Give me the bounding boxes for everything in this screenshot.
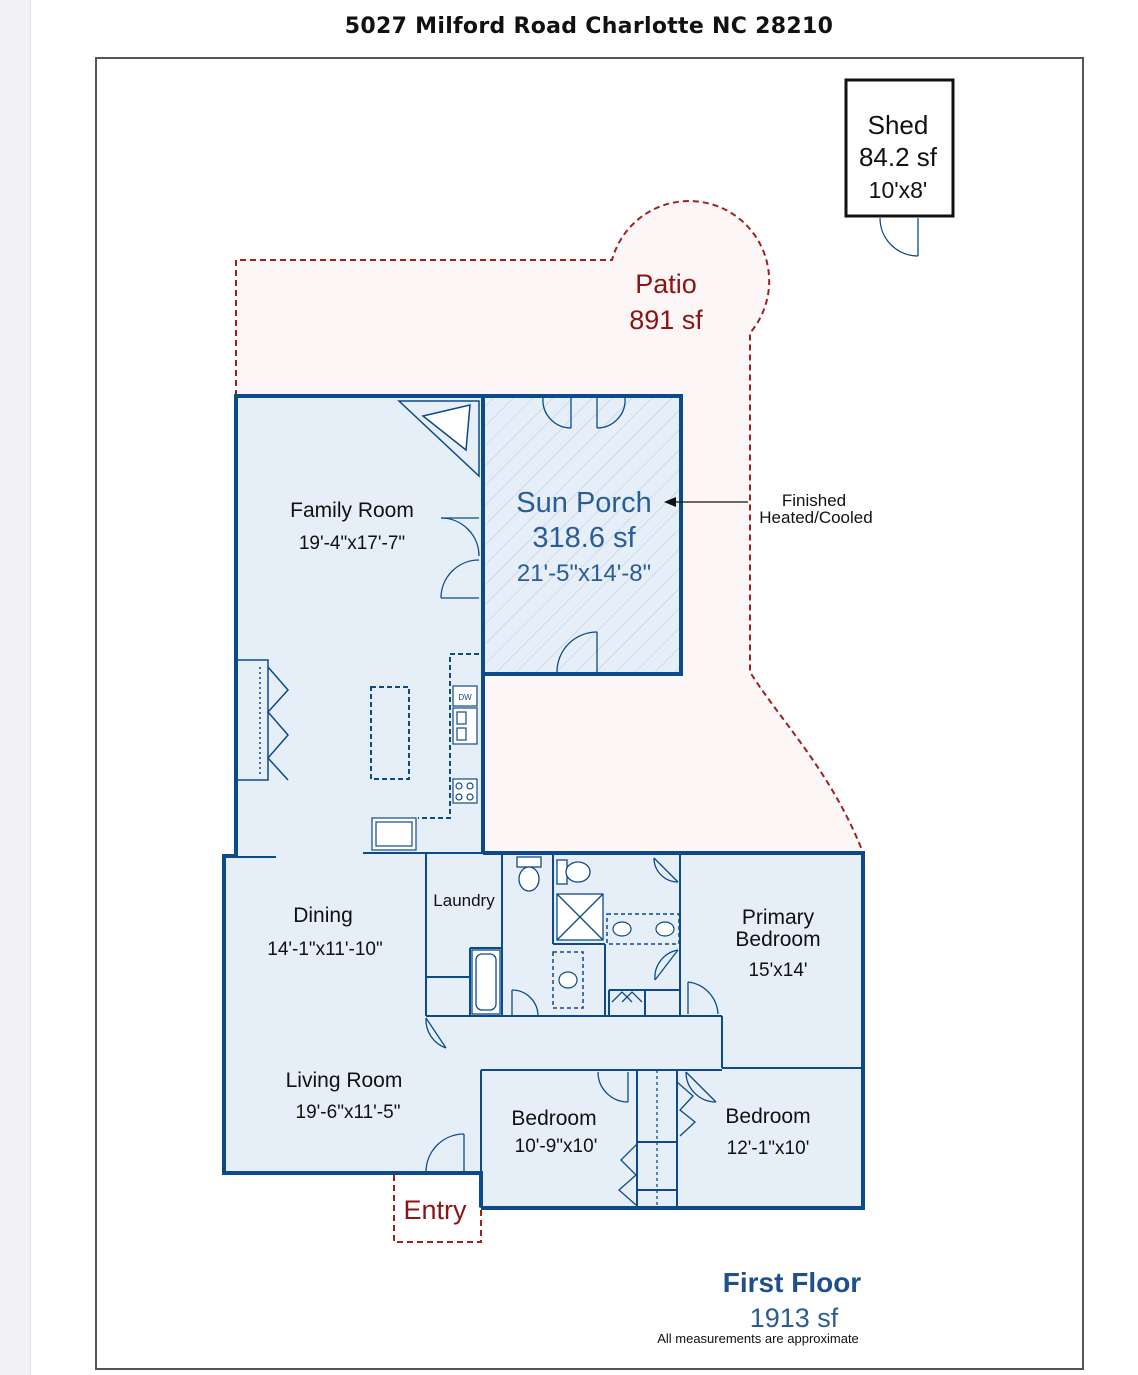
sun-porch-area: 318.6 sf: [532, 522, 636, 554]
dishwasher-label: DW: [458, 693, 472, 702]
doors: [425, 217, 919, 1208]
shed-dims: 10'x8': [869, 177, 928, 203]
vanities: [552, 913, 680, 1009]
shed-name: Shed: [868, 110, 929, 140]
exterior-walls: [222, 394, 865, 1210]
bedroom-right-name: Bedroom: [725, 1105, 810, 1128]
entry-outline: [393, 1175, 482, 1243]
callout-line2: Heated/Cooled: [759, 508, 872, 527]
callout-arrow: [664, 497, 748, 507]
bedroom-right-dims: 12'-1"x10': [727, 1138, 810, 1159]
patio-area: 891 sf: [629, 305, 703, 335]
shed-outline: [844, 78, 955, 218]
dining-name: Dining: [293, 904, 353, 927]
bay-window: [236, 659, 290, 781]
living-room-name: Living Room: [286, 1069, 403, 1092]
bedroom-left-name: Bedroom: [511, 1107, 596, 1130]
bath-fixtures: [471, 856, 604, 1015]
living-room-dims: 19'-6"x11'-5": [296, 1102, 401, 1123]
sun-porch-name: Sun Porch: [516, 487, 651, 519]
kitchen-appliances: [371, 685, 478, 851]
laundry-name: Laundry: [433, 891, 495, 910]
house-floor-fill: [224, 396, 863, 1208]
dining-dims: 14'-1"x11'-10": [267, 939, 382, 960]
floor-name: First Floor: [723, 1267, 862, 1298]
kitchen-counters: [370, 653, 479, 819]
entry-label: Entry: [403, 1195, 467, 1225]
bedroom-left-dims: 10'-9"x10': [515, 1136, 598, 1157]
plan-frame: [95, 57, 1084, 1370]
primary-bedroom-line2: Bedroom: [735, 928, 820, 951]
fireplace-icon: [397, 400, 480, 478]
sun-porch-dims: 21'-5"x14'-8": [517, 560, 651, 587]
viewer-left-strip: [0, 0, 31, 1375]
floor-note: All measurements are approximate: [657, 1331, 859, 1346]
patio-name: Patio: [635, 269, 697, 299]
floor-area: 1913 sf: [750, 1303, 839, 1333]
page-title: 5027 Milford Road Charlotte NC 28210: [344, 14, 834, 39]
primary-bedroom-line1: Primary: [742, 906, 815, 929]
sinks: [558, 921, 675, 989]
family-room-dims: 19'-4"x17'-7": [299, 533, 405, 554]
primary-bedroom-dims: 15'x14': [748, 960, 807, 981]
family-room-name: Family Room: [290, 499, 414, 522]
interior-walls: [236, 852, 863, 1208]
callout-line1: Finished: [782, 491, 846, 510]
shed-area: 84.2 sf: [859, 142, 938, 172]
